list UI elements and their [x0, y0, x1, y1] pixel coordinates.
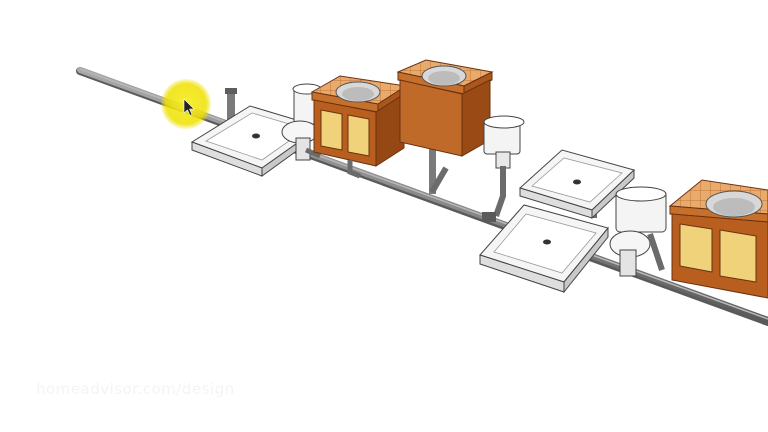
vanity-cabinet-3 — [668, 179, 768, 299]
arrow-cursor-icon — [183, 98, 195, 116]
vanity-cabinet-2 — [396, 59, 494, 157]
toilet-3 — [609, 186, 667, 277]
vertical-pipe-stub-1 — [225, 88, 237, 122]
vanity-cabinet-1 — [310, 75, 408, 179]
vertical-pipe-stub-2 — [429, 138, 449, 194]
shower-pan-2 — [519, 149, 635, 220]
shower-pan-3 — [479, 204, 609, 294]
toilet-2 — [482, 115, 525, 222]
video-watermark: homeadvisor.com/design — [36, 380, 235, 398]
